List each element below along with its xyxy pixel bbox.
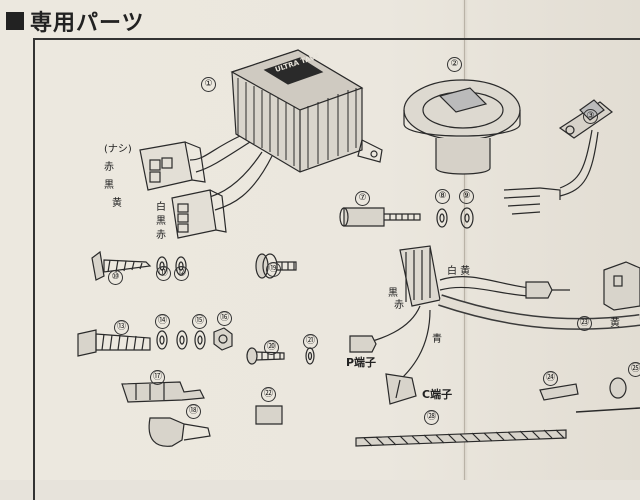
part-number-15: ⑮	[192, 314, 207, 329]
part-number-13: ⑬	[114, 320, 129, 335]
part-number-21: ㉑	[303, 334, 318, 349]
label-shiro-ki: 白 黄	[447, 266, 471, 277]
part-number-3: ③	[583, 109, 598, 124]
wiring-harness-drawing	[349, 245, 640, 405]
part-number-8: ⑧	[435, 189, 450, 204]
part-number-1: ①	[201, 77, 216, 92]
ignition-unit-drawing	[189, 49, 383, 211]
part-number-18: ⑱	[186, 404, 201, 419]
part-number-23: ㉓	[577, 316, 592, 331]
label-ao: 青	[432, 334, 442, 345]
label-p-tanshi: P端子	[346, 356, 377, 369]
coil-23-drawing	[603, 261, 640, 311]
pad-22-drawing	[255, 405, 283, 425]
label-aka-1: 赤	[104, 162, 114, 173]
label-nashi: (ナシ)	[104, 144, 132, 155]
part-number-10: ⑩	[108, 270, 123, 285]
connector-b-drawing	[171, 189, 227, 239]
part-number-2: ②	[447, 57, 462, 72]
sleeve-18-drawing	[148, 417, 211, 447]
part-number-11: ⑪	[156, 266, 171, 281]
bolt-spacer-drawing	[339, 207, 421, 227]
label-kuro-3: 黒	[388, 288, 398, 299]
part-number-20: ⑳	[264, 340, 279, 355]
grommet-25-drawing	[609, 377, 627, 399]
part-number-22: ㉒	[261, 387, 276, 402]
label-ki-1: 黄	[112, 198, 122, 209]
part-number-16: ⑯	[217, 311, 232, 326]
part-number-9: ⑨	[459, 189, 474, 204]
label-aka-3: 赤	[394, 300, 404, 311]
washer-8-drawing	[436, 208, 448, 228]
page-fold-shadow	[462, 0, 468, 480]
label-kuro-2: 黒	[156, 216, 166, 227]
label-aka-2: 赤	[156, 230, 166, 241]
square-bullet-icon	[6, 12, 24, 30]
nut-16-drawing	[213, 327, 233, 351]
part-number-25: ㉕	[628, 362, 640, 377]
terminal-24-drawing	[539, 383, 579, 401]
part-number-12: ⑫	[174, 266, 189, 281]
label-kuro-1: 黒	[104, 180, 114, 191]
part-number-19: ⑲	[266, 262, 281, 277]
rotor-base-drawing	[403, 79, 521, 175]
connector-a-drawing	[139, 141, 206, 191]
page-fold-line	[464, 0, 465, 480]
bolt-13-drawing	[77, 329, 151, 357]
screw-10-drawing	[91, 250, 152, 281]
bolt-20-drawing	[246, 347, 285, 365]
label-c-tanshi: C端子	[422, 388, 453, 401]
part-number-7: ⑦	[355, 191, 370, 206]
part-number-17: ⑰	[150, 370, 165, 385]
terminal-17-drawing	[121, 381, 205, 403]
label-shiro-2: 白	[156, 202, 166, 213]
parts-frame	[33, 38, 640, 500]
section-heading: 専用パーツ	[6, 6, 145, 36]
spiral-tube-28-drawing	[355, 429, 567, 447]
label-ki-2: 黄	[610, 318, 620, 329]
section-title: 専用パーツ	[30, 11, 145, 36]
part-number-24: ㉔	[543, 371, 558, 386]
part-number-28: ㉘	[424, 410, 439, 425]
part-number-14: ⑭	[155, 314, 170, 329]
parts-illustration: ULTRA TAVE	[77, 49, 640, 447]
washer-9-drawing	[460, 207, 474, 229]
